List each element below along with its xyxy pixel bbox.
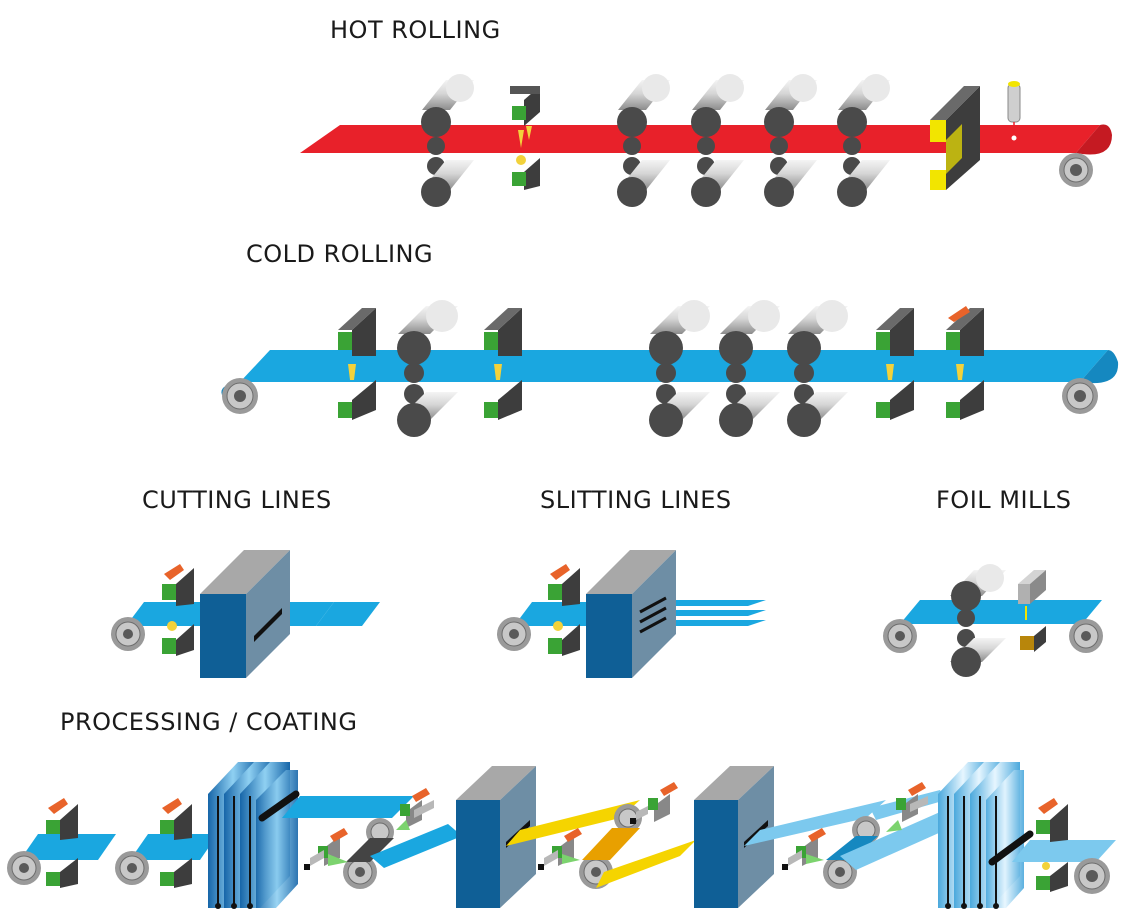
- hot-profile-gauge: [930, 86, 980, 190]
- hot-coil: [1059, 153, 1093, 187]
- cutting-coil: [111, 617, 145, 651]
- slitting-coil: [497, 617, 531, 651]
- entry-coil: [7, 851, 41, 885]
- exit-coil: [1074, 858, 1110, 894]
- cold-rolling-line: [221, 300, 1118, 437]
- second-coil: [115, 851, 149, 885]
- slitter-housing: [586, 550, 676, 678]
- processing-coating-line: [7, 762, 1116, 909]
- slitting-line: [497, 550, 766, 678]
- light-tank-plates: [938, 762, 1024, 909]
- cold-entry-coil: [222, 378, 258, 414]
- hot-rolling-line: [300, 74, 1112, 207]
- lower-gauge: [304, 828, 348, 870]
- shear-housing: [200, 550, 290, 678]
- cutting-line: [111, 550, 380, 678]
- cold-exit-coil: [1062, 378, 1098, 414]
- tank-plates: [208, 762, 298, 909]
- upper-gauge: [396, 788, 434, 830]
- yellow-upper-gauge: [630, 782, 678, 824]
- foil-mill: [883, 564, 1103, 677]
- foil-entry-coil: [883, 619, 917, 653]
- foil-exit-coil: [1069, 619, 1103, 653]
